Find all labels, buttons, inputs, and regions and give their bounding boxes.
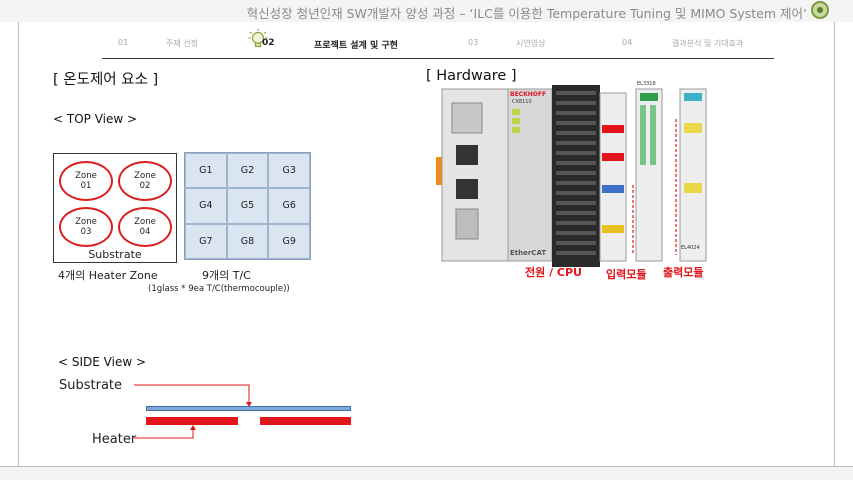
heater-zone-caption: 4개의 Heater Zone (58, 269, 158, 282)
nav-step-02-num[interactable]: 02 (262, 38, 275, 48)
hardware-title: [ Hardware ] (426, 68, 517, 84)
lightbulb-icon (248, 29, 268, 48)
nav-step-03-num[interactable]: 03 (468, 38, 479, 47)
side-heater-label: Heater (92, 432, 137, 447)
logo-icon (811, 1, 829, 19)
footer-bar (0, 467, 853, 480)
tc-cell: G6 (268, 188, 310, 224)
output-module-label: 출력모듈 (663, 266, 704, 279)
side-substrate-label: Substrate (59, 378, 123, 393)
input-module-label: 입력모듈 (606, 268, 647, 281)
tc-cell: G4 (185, 188, 227, 224)
zone-03-name: Zone (75, 217, 97, 227)
temp-control-title: [ 온도제어 요소 ] (53, 72, 159, 88)
zone-03-num: 03 (80, 227, 92, 237)
nav-divider (102, 58, 774, 59)
heater-bar-right (260, 417, 351, 425)
frame-right (834, 22, 835, 466)
nav-step-02-label[interactable]: 프로젝트 설계 및 구현 (314, 41, 398, 51)
frame-bottom (0, 466, 853, 467)
tc-cell: G3 (268, 153, 310, 189)
nav-step-03-label[interactable]: 시연영상 (516, 39, 546, 48)
output-module-model: EL4024 (681, 245, 700, 251)
tc-caption: 9개의 T/C (202, 269, 251, 282)
tc-cell: G5 (226, 188, 269, 224)
cpu-model-label: CX8110 (512, 99, 532, 105)
zone-04-num: 04 (139, 227, 151, 237)
tc-cell: G1 (185, 153, 227, 189)
hardware-illustration: BECKHOFF CX8110 EtherCAT EL3318 EL4024 (436, 81, 736, 267)
top-view-title: < TOP View > (53, 112, 138, 126)
tc-subcaption: (1glass * 9ea T/C(thermocouple)) (148, 284, 290, 294)
side-view-title: < SIDE View > (58, 355, 147, 369)
nav-step-04-num[interactable]: 04 (622, 38, 633, 47)
power-cpu-label: 전원 / CPU (525, 266, 582, 279)
course-title: 혁신성장 청년인재 SW개발자 양성 과정 – ‘ILC를 이용한 Temper… (246, 6, 807, 21)
zone-04-name: Zone (134, 217, 156, 227)
zone-01-num: 01 (80, 181, 92, 191)
nav-step-01-num[interactable]: 01 (118, 38, 129, 47)
zone-01: Zone 01 (59, 161, 113, 201)
tc-cell: G2 (226, 153, 269, 189)
nav-step-01-label[interactable]: 주제 선정 (166, 39, 198, 48)
zone-04: Zone 04 (118, 207, 172, 247)
zone-02-name: Zone (134, 171, 156, 181)
tc-cell: G9 (268, 223, 310, 259)
zone-02-num: 02 (139, 181, 151, 191)
zone-01-name: Zone (75, 171, 97, 181)
zone-02: Zone 02 (118, 161, 172, 201)
input-module-model: EL3318 (637, 81, 656, 87)
tc-cell: G7 (185, 223, 227, 259)
thermocouple-grid: G1 G2 G3 G4 G5 G6 G7 G8 G9 (184, 152, 311, 260)
header-bar (0, 0, 853, 22)
beckhoff-brand: BECKHOFF (510, 91, 547, 98)
tc-cell: G8 (226, 223, 269, 259)
substrate-label: Substrate (88, 248, 142, 261)
zone-03: Zone 03 (59, 207, 113, 247)
plc-hardware-image (436, 85, 707, 267)
substrate-plate (146, 406, 351, 411)
heater-zone-diagram: Zone 01 Zone 02 Zone 03 Zone 04 Substrat… (53, 153, 177, 263)
ethercat-logo: EtherCAT (510, 249, 547, 257)
frame-left (18, 22, 19, 466)
heater-bar-left (146, 417, 238, 425)
nav-step-04-label[interactable]: 결과분석 및 기대효과 (672, 39, 744, 48)
